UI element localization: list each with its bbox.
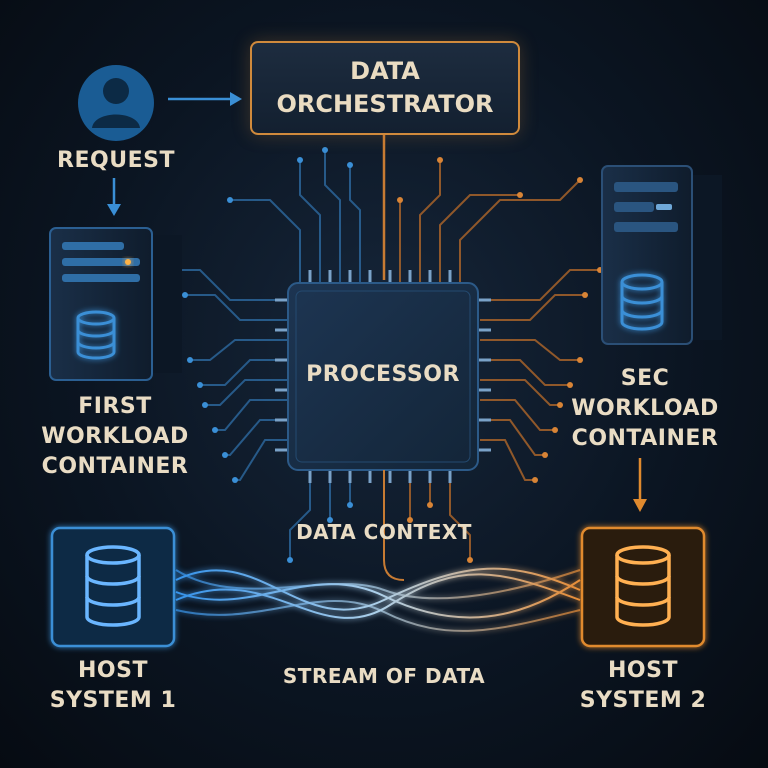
second-container-line3: CONTAINER [571, 426, 719, 451]
host2-line1: HOST [608, 658, 678, 683]
first-container-line3: CONTAINER [41, 454, 189, 479]
host-system-1-box [50, 526, 176, 648]
stream-of-data-label: STREAM OF DATA [282, 664, 486, 688]
request-to-first-container-arrow [107, 178, 121, 216]
server-icon [601, 165, 722, 345]
second-workload-container-label: SEC WORKLOAD CONTAINER [560, 364, 730, 454]
database-icon [76, 310, 116, 360]
data-stream-waves [175, 567, 581, 632]
database-icon [615, 545, 671, 627]
request-label: REQUEST [57, 148, 175, 173]
circuit-nodes-right [397, 157, 603, 563]
processor-label: PROCESSOR [306, 362, 460, 387]
database-icon [85, 545, 141, 627]
data-context-label: DATA CONTEXT [296, 520, 472, 544]
request-to-orchestrator-arrow [168, 92, 242, 106]
database-icon [620, 273, 664, 331]
second-container-line2: WORKLOAD [571, 396, 719, 421]
circuit-traces-right [399, 160, 600, 560]
first-container-line1: FIRST [78, 394, 152, 419]
second-container-line1: SEC [620, 366, 670, 391]
host-system-1-label: HOST SYSTEM 1 [38, 656, 188, 716]
host-system-2-label: HOST SYSTEM 2 [568, 656, 718, 716]
first-container-line2: WORKLOAD [41, 424, 189, 449]
host-system-2-box [580, 526, 706, 648]
host1-line1: HOST [78, 658, 148, 683]
circuit-traces-left [160, 150, 361, 560]
server-icon [49, 227, 182, 381]
orchestrator-label-line1: DATA [350, 57, 420, 85]
user-icon [78, 65, 154, 141]
orchestrator-label-line2: ORCHESTRATOR [276, 90, 494, 118]
processor-to-stream-line [383, 470, 405, 581]
host1-line2: SYSTEM 1 [49, 688, 177, 713]
processor-pins [275, 270, 491, 483]
second-container-to-host2-arrow [633, 458, 647, 512]
host2-line2: SYSTEM 2 [579, 688, 707, 713]
circuit-nodes-left [157, 147, 353, 563]
data-orchestrator-box: DATA ORCHESTRATOR [250, 41, 520, 135]
first-workload-container-label: FIRST WORKLOAD CONTAINER [30, 392, 200, 482]
